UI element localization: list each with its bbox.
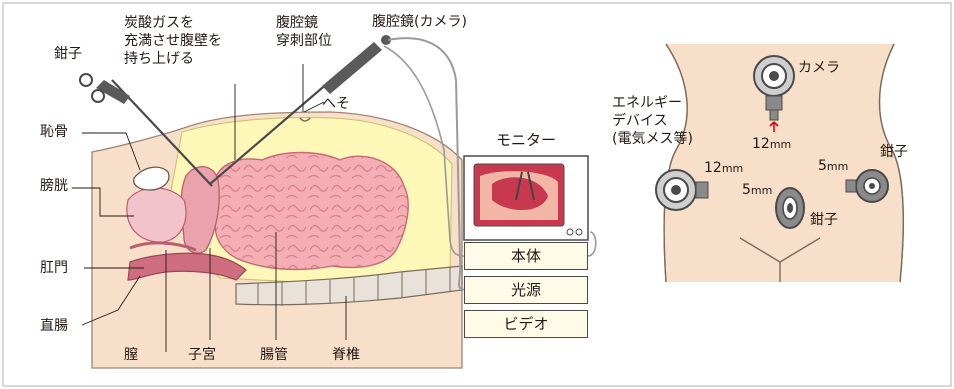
size-unit: mm: [826, 160, 849, 173]
navel-mark: [299, 117, 311, 122]
size-value: 12: [752, 136, 770, 152]
size-value: 5: [818, 158, 827, 174]
equipment-light-source: 光源: [464, 276, 588, 304]
label-monitor: モニター: [496, 131, 557, 149]
intestines: [208, 151, 409, 271]
energy-port: [655, 169, 709, 211]
label-uterus: 子宮: [188, 347, 216, 363]
size-unit: mm: [769, 138, 792, 151]
pubic-bone: [133, 166, 170, 191]
label-port-camera-size: 12mm: [752, 136, 791, 153]
label-spine: 脊椎: [332, 347, 360, 363]
label-pubis: 恥骨: [40, 124, 68, 140]
spine-shape: [235, 265, 463, 306]
label-navel: へそ: [322, 96, 350, 112]
groin-lines: [739, 237, 821, 282]
label-energy-device: エネルギー デバイス (電気メス等): [612, 95, 693, 147]
equipment-main-unit: 本体: [464, 242, 588, 270]
label-trocar-site: 腹腔鏡 穿刺部位: [276, 15, 332, 49]
torso-front: [663, 43, 904, 283]
label-anus: 肛門: [40, 260, 68, 276]
forceps-instrument: [79, 73, 213, 187]
video-cable: [587, 231, 597, 257]
laparoscope-instrument: [209, 35, 391, 185]
label-port-camera: カメラ: [798, 60, 840, 76]
leader-lines: [72, 64, 347, 352]
label-bladder: 膀胱: [40, 178, 68, 194]
label-port-forceps-right-size: 5mm: [818, 158, 848, 175]
camera-port: [753, 55, 795, 132]
body-section: [91, 111, 463, 369]
size-unit: mm: [721, 162, 744, 175]
monitor-unit: [463, 155, 589, 241]
label-port-energy-size: 12mm: [704, 160, 743, 177]
size-value: 12: [704, 160, 722, 176]
label-co2: 炭酸ガスを 充満させ腹壁を 持ち上げる: [124, 15, 222, 67]
scope-cable: [387, 37, 471, 291]
forceps-port-left: [775, 187, 805, 229]
label-port-forceps-left: 鉗子: [810, 212, 838, 228]
scope-cable-2: [383, 45, 473, 257]
vagina-path: [129, 241, 197, 252]
label-forceps-left: 鉗子: [54, 46, 82, 62]
label-port-forceps-right: 鉗子: [880, 144, 908, 160]
label-rectum: 直腸: [40, 318, 68, 334]
size-unit: mm: [750, 184, 773, 197]
forceps-port-right: [845, 169, 889, 203]
label-intestine: 腸管: [260, 347, 288, 363]
rectum-shape: [127, 252, 247, 281]
label-laparoscope-camera: 腹腔鏡(カメラ): [372, 14, 467, 30]
size-value: 5: [742, 182, 751, 198]
label-vagina: 膣: [124, 347, 138, 363]
label-port-forceps-left-size: 5mm: [742, 182, 772, 199]
equipment-video: ビデオ: [464, 310, 588, 338]
